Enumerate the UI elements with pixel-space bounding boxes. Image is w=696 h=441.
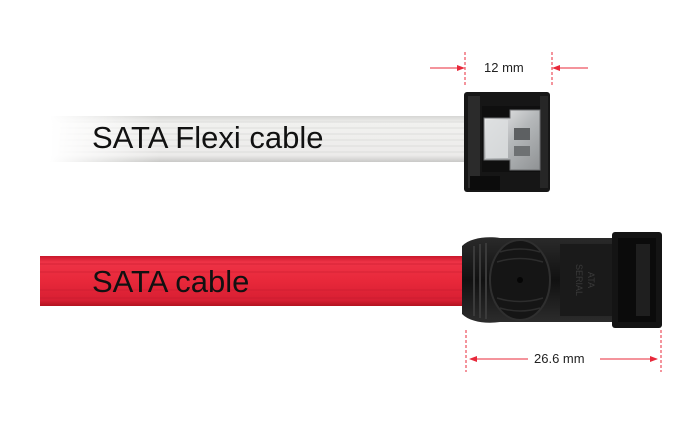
flexi-cable-label: SATA Flexi cable	[92, 120, 324, 155]
sata-cable-label: SATA cable	[92, 264, 250, 299]
sata-connector: SERIAL ATA	[462, 232, 662, 328]
dimension-top-label: 12 mm	[484, 60, 524, 75]
dimension-bottom-label: 26.6 mm	[534, 351, 585, 366]
connector-stamp-serial: SERIAL	[574, 264, 584, 296]
dimension-bottom	[465, 330, 662, 372]
dimension-top	[430, 52, 588, 86]
connector-stamp-ata: ATA	[586, 272, 596, 288]
sata-cable	[40, 256, 480, 306]
flexi-cable	[50, 110, 470, 170]
flexi-connector	[464, 92, 550, 192]
